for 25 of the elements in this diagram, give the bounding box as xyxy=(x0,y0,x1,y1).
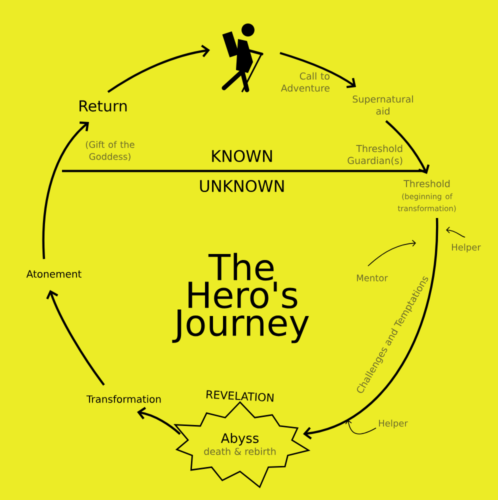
helper-label: Helper xyxy=(379,420,408,428)
pointer-arrow xyxy=(345,420,376,434)
hiker-drawing xyxy=(222,24,264,92)
stage-label: Transformation xyxy=(86,395,161,403)
region-note: (Gift of the Goddess) xyxy=(86,141,134,162)
arrow xyxy=(303,218,438,440)
edge-label: Call to Adventure xyxy=(280,72,330,92)
arrow xyxy=(107,44,210,93)
arrow xyxy=(280,52,356,88)
helper-label: Helper xyxy=(452,244,481,252)
stage-label: Atonement xyxy=(26,270,82,278)
arrow xyxy=(42,122,89,260)
pointer-arrow xyxy=(446,226,466,238)
pointer-arrow xyxy=(368,240,416,266)
edge-label: Threshold Guardian(s) xyxy=(348,144,402,166)
helper-label: Mentor xyxy=(357,274,388,282)
stage-label: Supernatural aid xyxy=(352,95,413,115)
title: The Hero's Journey xyxy=(172,252,309,344)
stage-label: Return xyxy=(80,100,127,112)
stage-caption: REVELATION xyxy=(206,390,274,402)
arrow xyxy=(46,290,105,386)
region-label: KNOWN xyxy=(212,150,272,162)
arrow xyxy=(385,120,430,174)
region-label: UNKNOWN xyxy=(200,180,284,192)
arrow xyxy=(137,406,181,435)
